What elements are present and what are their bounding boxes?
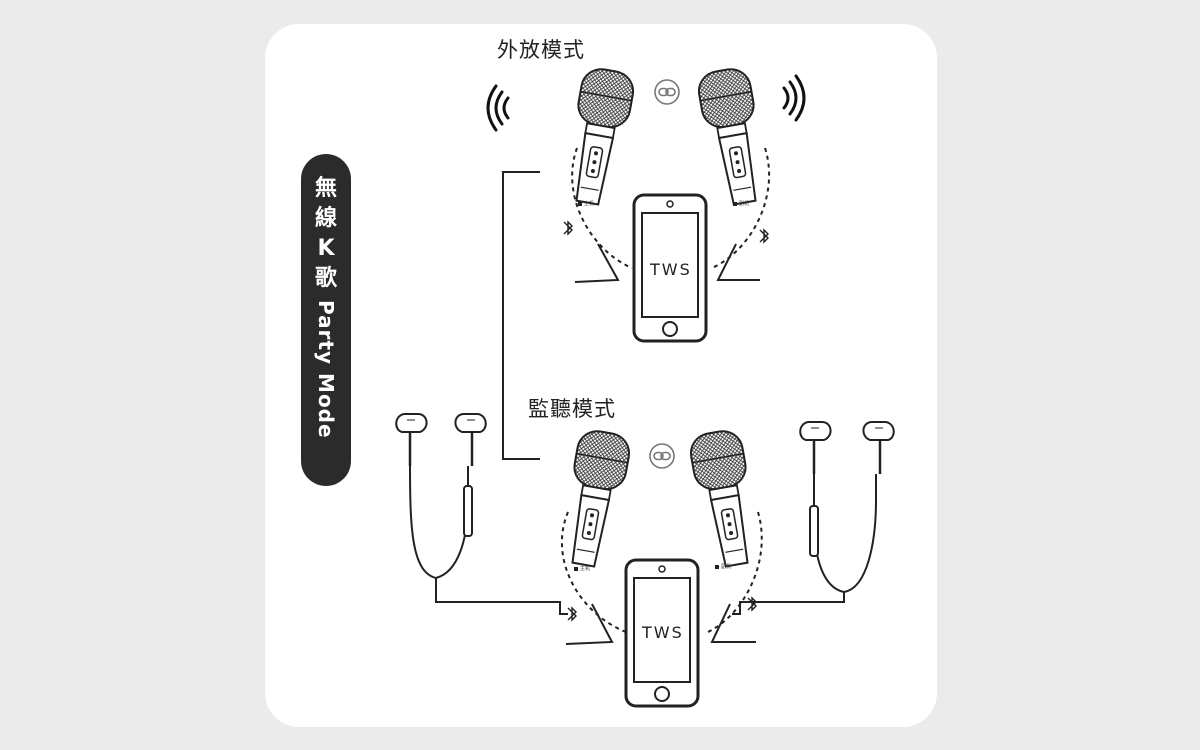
mode-bracket-line [502,171,540,460]
side-title-char: 線 [314,206,337,231]
microphone-icon [694,65,772,209]
link-icon [649,443,675,469]
sub-mic-tag: 副机 [721,564,732,570]
earphone-icon [732,420,896,615]
phone-tws-label: TWS [642,623,684,642]
monitor-mode-title: 監聽模式 [528,397,616,421]
side-title-char: 無 [314,176,337,201]
side-title-party-mode: Party Mode [314,300,338,439]
sound-wave-icon [486,84,510,132]
side-title-pill: 無 線 K 歌 Party Mode [301,154,351,486]
link-icon [654,79,680,105]
side-title-char: K [317,236,335,261]
main-mic-tag: 主机 [580,566,591,572]
bluetooth-icon [563,221,573,235]
bluetooth-icon [747,597,757,611]
microphone-icon [560,65,638,209]
bluetooth-icon [567,607,577,621]
side-title-char: 歌 [314,266,337,291]
microphone-icon [556,427,634,571]
speaker-mode-title: 外放模式 [497,38,585,62]
sub-mic-tag: 副机 [739,201,750,207]
main-mic-tag: 主机 [584,201,595,207]
phone-tws-label: TWS [650,260,692,279]
sound-wave-icon [782,74,806,122]
bluetooth-icon [759,229,769,243]
earphone-icon [394,412,568,615]
microphone-icon [686,427,764,571]
